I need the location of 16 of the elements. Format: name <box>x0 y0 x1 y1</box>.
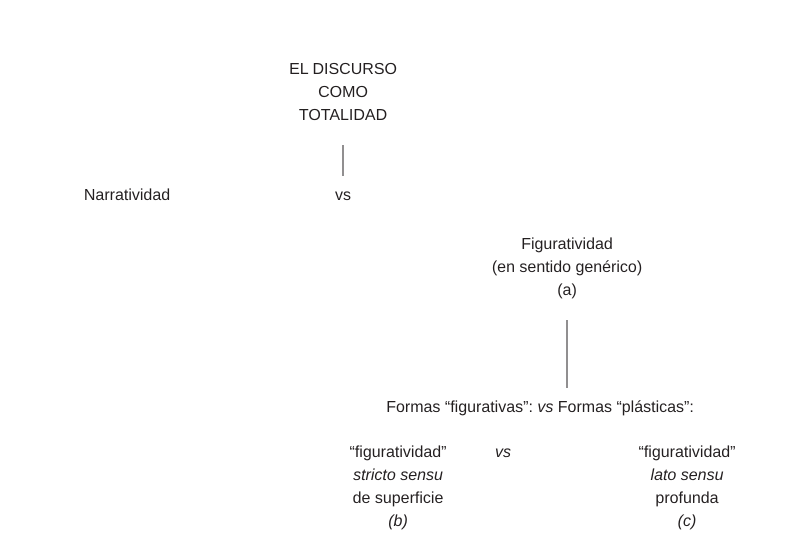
text-label: lato sensu <box>650 466 724 486</box>
text-label: profunda <box>655 489 719 509</box>
connector-line <box>566 320 568 388</box>
text-label: Narratividad <box>84 186 170 206</box>
text-label: (b) <box>388 512 408 532</box>
text-label: “figuratividad” <box>638 443 736 463</box>
node-text: Formas “figurativas”: vs Formas “plásticas”: <box>240 396 809 419</box>
node-text: vs <box>323 184 363 207</box>
text-label: stricto sensu <box>353 466 443 486</box>
connector-line <box>342 144 344 176</box>
text-label: de superficie <box>352 489 444 509</box>
text-label: vs <box>495 443 511 463</box>
node-text: Figuratividad (en sentido genérico) (a) <box>457 233 677 302</box>
node-text: EL DISCURSO COMO TOTALIDAD <box>273 58 413 127</box>
text-label: (c) <box>678 512 696 532</box>
text-label: “figuratividad” <box>350 443 446 463</box>
